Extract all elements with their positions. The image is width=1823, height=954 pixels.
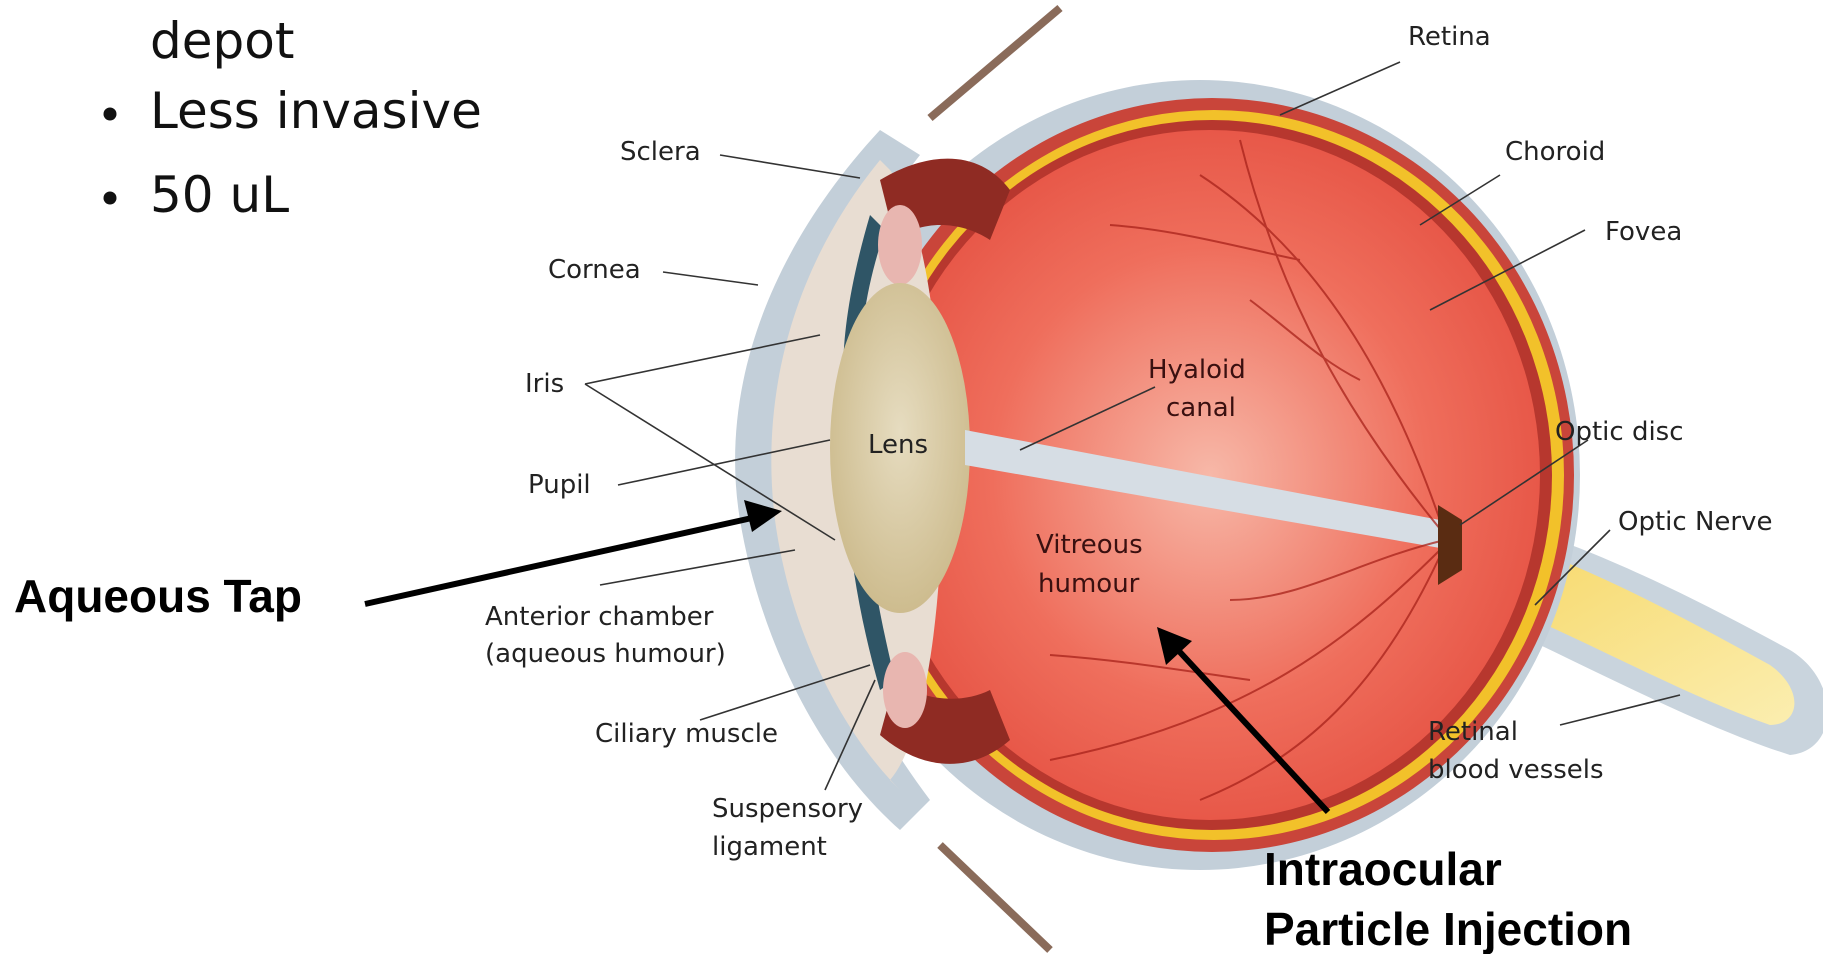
bullet-dot (104, 108, 117, 121)
label-ciliary-muscle: Ciliary muscle (595, 719, 778, 749)
label-cornea: Cornea (548, 255, 641, 285)
eye-illustration (735, 8, 1823, 950)
bullet-list: depot Less invasive 50 uL (104, 12, 482, 224)
eyelid-lower (940, 845, 1050, 950)
label-vitreous-1: Vitreous (1036, 530, 1143, 560)
ciliary-muscle-top (878, 205, 922, 285)
callout-aqueous-tap: Aqueous Tap (14, 570, 302, 622)
bullet-continuation: depot (150, 12, 294, 70)
eyelid-upper (930, 8, 1060, 118)
label-iris: Iris (525, 369, 564, 399)
label-retinal-vessels-1: Retinal (1428, 717, 1518, 747)
label-lens: Lens (868, 430, 928, 460)
label-pupil: Pupil (528, 470, 591, 500)
label-vitreous-2: humour (1038, 569, 1140, 599)
label-suspensory-2: ligament (712, 832, 827, 862)
bullet-item-volume: 50 uL (150, 166, 289, 224)
label-optic-disc: Optic disc (1555, 417, 1684, 447)
label-anterior-chamber-1: Anterior chamber (485, 602, 714, 632)
aqueous-tap-arrow (365, 518, 752, 604)
bullet-item-less-invasive: Less invasive (150, 82, 482, 140)
callout-intraocular-1: Intraocular (1264, 843, 1502, 895)
callout-intraocular-2: Particle Injection (1264, 903, 1632, 954)
label-hyaloid-canal-2: canal (1166, 393, 1236, 423)
label-sclera: Sclera (620, 137, 701, 167)
label-hyaloid-canal-1: Hyaloid (1148, 355, 1246, 385)
label-anterior-chamber-2: (aqueous humour) (485, 639, 726, 669)
label-retinal-vessels-2: blood vessels (1428, 755, 1604, 785)
bullet-dot (104, 192, 117, 205)
label-retina: Retina (1408, 22, 1491, 52)
label-choroid: Choroid (1505, 137, 1605, 167)
ciliary-muscle-bottom (883, 652, 927, 728)
label-fovea: Fovea (1605, 217, 1682, 247)
label-suspensory-1: Suspensory (712, 794, 863, 824)
label-optic-nerve: Optic Nerve (1618, 507, 1772, 537)
